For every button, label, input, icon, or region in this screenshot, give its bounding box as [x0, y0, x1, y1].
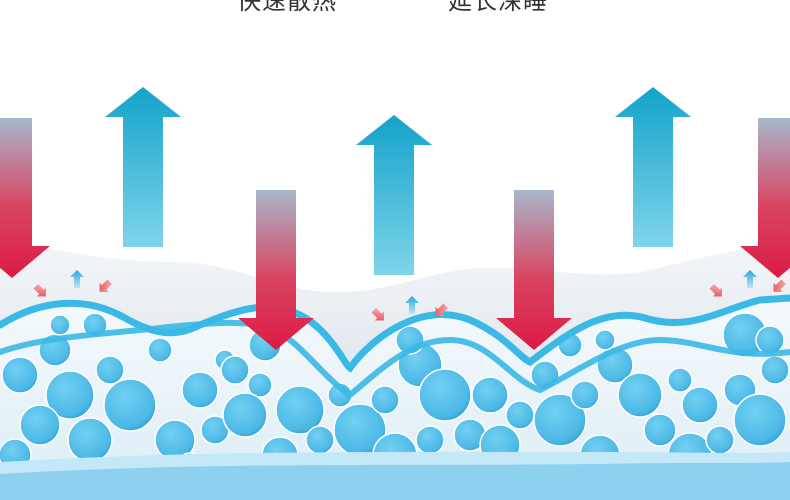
foam-bubble-icon	[760, 355, 790, 385]
foam-bubble-icon	[45, 370, 95, 420]
foam-bubble-icon	[617, 372, 663, 418]
bottom-band-highlight	[0, 451, 790, 474]
foam-bubble-icon	[667, 367, 693, 393]
cool-air-in-arrow	[740, 118, 790, 278]
small-vent-diagonal-arrow-icon	[435, 303, 448, 316]
foam-bubble-icon	[370, 385, 400, 415]
cool-air-in-arrow	[238, 190, 314, 350]
foam-bubble-icon	[471, 376, 509, 414]
foam-bubble-icon	[49, 314, 71, 336]
foam-wave-inner	[0, 319, 790, 399]
foam-bubble-icon	[67, 417, 113, 463]
foam-bubble-icon	[594, 329, 616, 351]
foam-bubble-icon	[19, 404, 61, 446]
foam-bubble-icon	[681, 386, 719, 424]
foam-bubble-icon	[147, 337, 173, 363]
foam-bubble-icon	[705, 425, 735, 455]
bottom-band	[0, 457, 790, 500]
small-vent-diagonal-arrow-icon	[33, 284, 46, 297]
foam-bubble-icon	[181, 371, 219, 409]
foam-bubble-icon	[533, 393, 587, 447]
foam-bubble-icon	[1, 356, 39, 394]
foam-bubble-icon	[755, 325, 785, 355]
heat-out-arrow	[615, 87, 691, 247]
heat-out-arrow	[356, 115, 432, 275]
foam-bubble-icon	[222, 392, 268, 438]
small-vent-up-arrow-icon	[405, 296, 419, 314]
foam-bubble-icon	[247, 372, 273, 398]
small-vent-up-arrow-icon	[70, 270, 84, 288]
foam-bubble-icon	[305, 425, 335, 455]
foam-bubble-icon	[275, 385, 325, 435]
foam-bubble-icon	[220, 355, 250, 385]
foam-bubble-icon	[418, 368, 472, 422]
small-vent-diagonal-arrow-icon	[371, 308, 384, 321]
caption-fast-cooling: 快速散热	[237, 0, 337, 15]
foam-bubble-icon	[103, 378, 157, 432]
foam-bubble-icon	[643, 413, 677, 447]
small-vent-arrows	[33, 270, 786, 321]
foam-bubble-icon	[570, 380, 600, 410]
foam-bubble-icon	[505, 400, 535, 430]
foam-bubble-icon	[95, 355, 125, 385]
foam-bubble-icon	[415, 425, 445, 455]
cool-air-in-arrow	[496, 190, 572, 350]
small-vent-diagonal-arrow-icon	[99, 279, 112, 292]
foam-bubble-icon	[733, 393, 787, 447]
caption-extend-deep-sleep: 延长深睡	[448, 0, 548, 15]
cool-air-in-arrow	[0, 118, 50, 278]
small-vent-up-arrow-icon	[743, 270, 757, 288]
heat-out-arrow	[105, 87, 181, 247]
small-vent-diagonal-arrow-icon	[709, 284, 722, 297]
small-vent-diagonal-arrow-icon	[773, 279, 786, 292]
